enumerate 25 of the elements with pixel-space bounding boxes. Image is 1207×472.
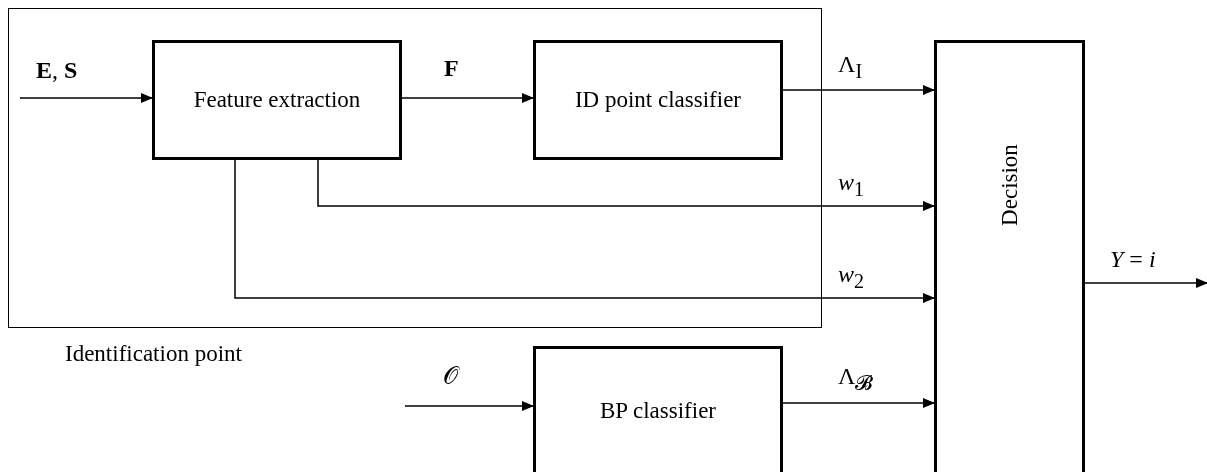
arrow (782, 85, 935, 95)
group-heading: Identification point (65, 341, 242, 367)
block-label: ID point classifier (574, 87, 742, 113)
edge-label: w$_{1}$ (838, 170, 864, 199)
process-block (152, 40, 402, 160)
arrow (404, 401, 534, 411)
edge-label: F (444, 56, 459, 80)
block-label: Decision (996, 144, 1023, 226)
edge-label: w$_{2}$ (838, 262, 864, 291)
block-label: Feature extraction (193, 87, 361, 113)
arrow (317, 159, 935, 211)
edge-label: Λ$_{𝓑}$ (838, 364, 874, 393)
arrow (401, 93, 534, 103)
process-block (533, 346, 783, 472)
decision-block (934, 40, 1085, 472)
edge-label: E, S (36, 58, 78, 82)
arrow (19, 93, 153, 103)
arrow (234, 159, 935, 303)
block-label: BP classifier (599, 398, 716, 424)
edge-label: 𝒪 (443, 364, 458, 388)
process-block (533, 40, 783, 160)
arrow (1084, 278, 1207, 288)
edge-label: Y = i (1110, 247, 1156, 271)
arrow (782, 398, 935, 408)
edge-label: Λ$_{I}$ (838, 52, 863, 81)
